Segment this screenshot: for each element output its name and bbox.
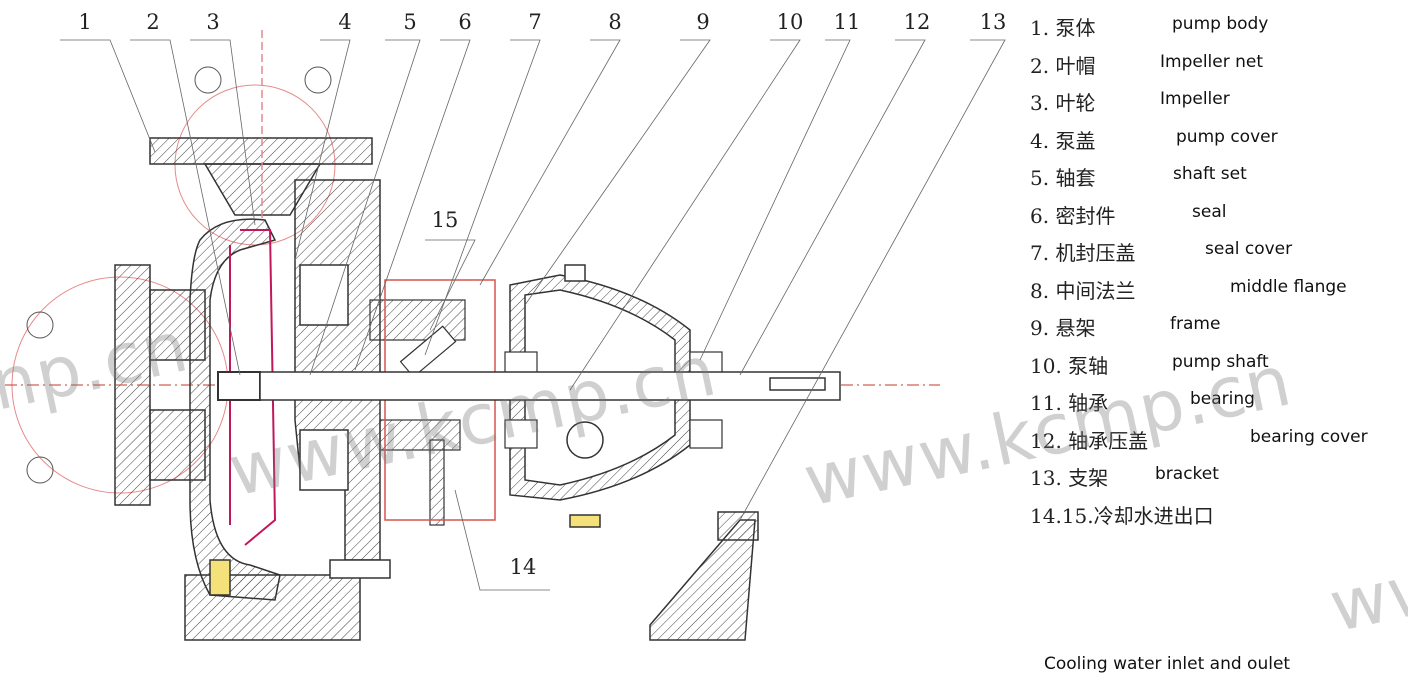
- callout-1: 1: [78, 10, 92, 34]
- legend-en: Impeller: [1160, 89, 1230, 109]
- bearings: [504, 351, 723, 449]
- legend-item: 2. 叶帽 Impeller net: [1030, 46, 1408, 84]
- legend-en: bearing: [1190, 389, 1255, 409]
- legend-item: 5. 轴套 shaft set: [1030, 158, 1408, 196]
- legend-cn: 13. 支架: [1030, 466, 1109, 490]
- legend-item: 12. 轴承压盖 bearing cover: [1030, 421, 1408, 459]
- legend-item: 14.15.冷却水进出口: [1030, 496, 1408, 534]
- legend-cn: 5. 轴套: [1030, 166, 1096, 190]
- legend-cn: 4. 泵盖: [1030, 128, 1096, 153]
- legend-item: 1. 泵体 pump body: [1030, 8, 1408, 46]
- legend-cn: 6. 密封件: [1030, 203, 1116, 228]
- legend-en: pump cover: [1176, 126, 1278, 147]
- callout-6: 6: [458, 10, 472, 34]
- legend-en: seal cover: [1205, 239, 1293, 259]
- callout-15: 15: [431, 208, 459, 232]
- legend-item: 6. 密封件 seal: [1030, 196, 1408, 234]
- legend-item: 8. 中间法兰 middle flange: [1030, 271, 1408, 309]
- callout-13: 13: [979, 10, 1007, 34]
- pump-cover: [294, 179, 391, 579]
- callout-9: 9: [696, 10, 710, 34]
- legend-en: middle flange: [1230, 276, 1347, 297]
- legend-en: bearing cover: [1250, 426, 1368, 447]
- callout-5: 5: [403, 10, 417, 34]
- legend-item: 7. 机封压盖 seal cover: [1030, 233, 1408, 271]
- legend-item: 11. 轴承 bearing: [1030, 383, 1408, 421]
- legend-cn: 9. 悬架: [1030, 316, 1096, 340]
- callout-7: 7: [528, 10, 542, 34]
- legend-en: bracket: [1155, 464, 1219, 484]
- legend-en: shaft set: [1173, 164, 1247, 184]
- legend-item: 9. 悬架 frame: [1030, 308, 1408, 346]
- callout-2: 2: [146, 10, 160, 34]
- legend-cn: 3. 叶轮: [1030, 91, 1096, 115]
- legend-cn: 10. 泵轴: [1030, 353, 1109, 378]
- callout-4: 4: [338, 10, 352, 34]
- callout-11: 11: [833, 10, 861, 34]
- callout-10: 10: [776, 10, 804, 34]
- legend-cn: 7. 机封压盖: [1030, 241, 1136, 265]
- parts-legend: 1. 泵体 pump body 2. 叶帽 Impeller net 3. 叶轮 Im…: [1030, 8, 1408, 533]
- pump-body: [184, 218, 361, 641]
- legend-footer: Cooling water inlet and oulet: [1044, 654, 1291, 674]
- legend-item: 10. 泵轴 pump shaft: [1030, 346, 1408, 384]
- bracket: [649, 511, 759, 641]
- callout-14: 14: [509, 555, 537, 579]
- callout-12: 12: [903, 10, 931, 34]
- legend-en: pump body: [1172, 14, 1269, 34]
- callout-3: 3: [206, 10, 220, 34]
- legend-en: frame: [1170, 314, 1221, 334]
- legend-cn: 1. 泵体: [1030, 16, 1096, 40]
- outlet-flange: [149, 30, 373, 220]
- leader-lines: [60, 39, 1006, 591]
- seal-assembly: [369, 299, 466, 526]
- legend-item: 13. 支架 bracket: [1030, 458, 1408, 496]
- legend-cn: 2. 叶帽: [1030, 53, 1096, 78]
- legend-item: 4. 泵盖 pump cover: [1030, 121, 1408, 159]
- legend-cn: 14.15.冷却水进出口: [1030, 503, 1214, 528]
- legend-en: seal: [1192, 201, 1227, 222]
- legend-en: Impeller net: [1160, 51, 1264, 72]
- legend-cn: 11. 轴承: [1030, 391, 1109, 415]
- legend-cn: 12. 轴承压盖: [1030, 428, 1149, 453]
- legend-en: pump shaft: [1172, 351, 1269, 372]
- legend-cn: 8. 中间法兰: [1030, 278, 1136, 303]
- legend-item: 3. 叶轮 Impeller: [1030, 83, 1408, 121]
- callout-8: 8: [608, 10, 622, 34]
- pump-shaft: [259, 371, 841, 401]
